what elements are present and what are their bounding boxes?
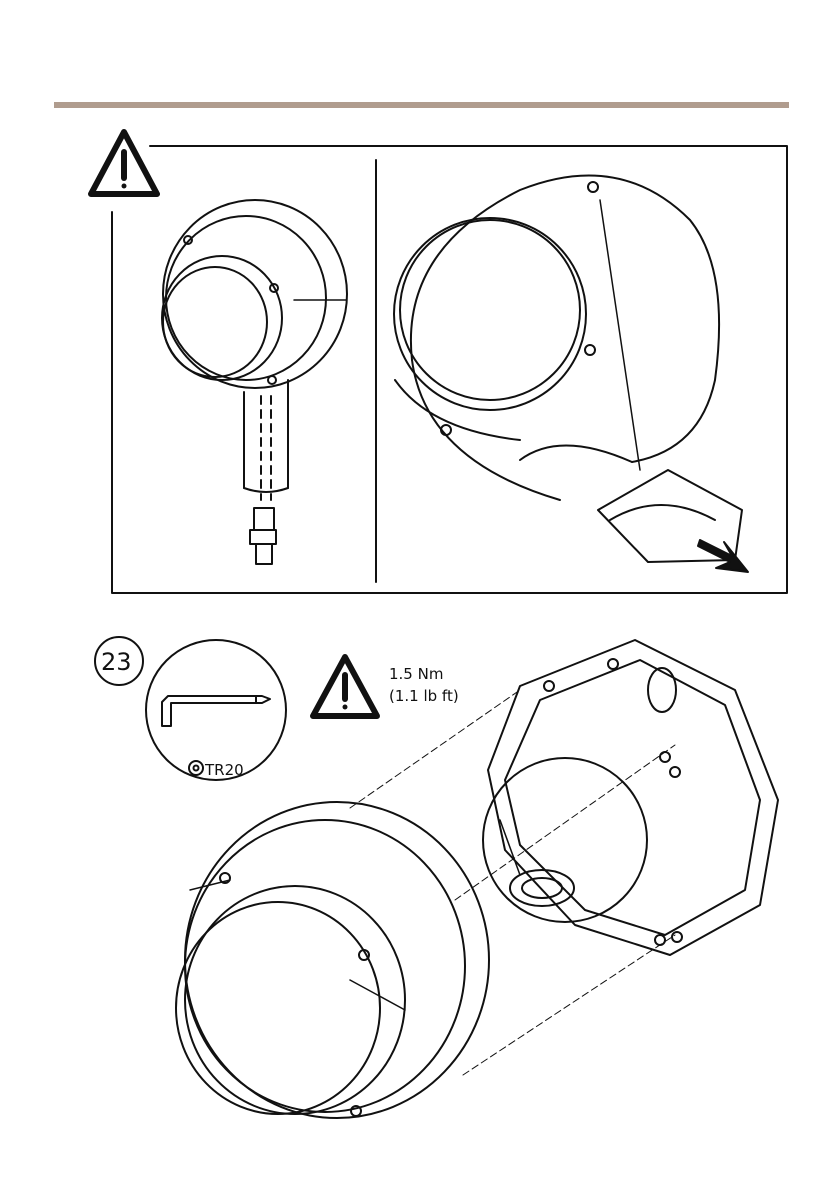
- torx-icon: [189, 761, 203, 775]
- hex-key-icon: [162, 696, 270, 726]
- cover-plate: [598, 470, 742, 562]
- torque-value-metric: 1.5 Nm: [389, 665, 443, 683]
- tool-callout: [146, 640, 286, 780]
- arrow-right-icon: [698, 540, 748, 572]
- warning-triangle-icon: [91, 132, 157, 194]
- camera-with-cable: [162, 200, 347, 564]
- warning-triangle-icon: [313, 657, 377, 716]
- warning-frame: [112, 146, 787, 593]
- mounting-base: [483, 640, 778, 955]
- tool-label: TR20: [205, 761, 244, 779]
- step-number: 23: [101, 648, 132, 676]
- camera-closeup: [394, 175, 719, 500]
- dome-cover: [176, 802, 489, 1118]
- torque-value-imperial: (1.1 lb ft): [389, 687, 459, 705]
